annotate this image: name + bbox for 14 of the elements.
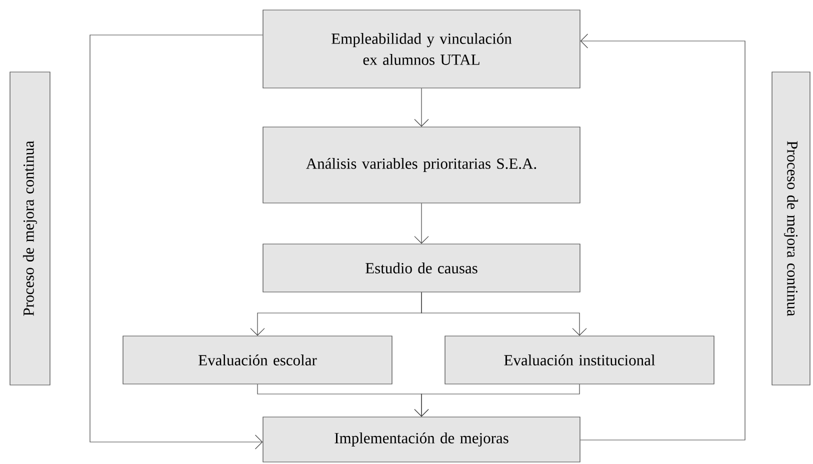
process-box: Evaluación institucional [444,336,714,384]
side-label-box: Proceso de mejora continua [10,72,50,386]
arrow [414,384,580,417]
arrow [414,203,429,244]
process-box: Implementación de mejoras [262,416,580,462]
process-box: Empleabilidad y vinculación ex alumnos UTAL [262,10,580,88]
side-label-box: Proceso de mejora continua [772,72,810,386]
arrow [421,292,587,336]
arrow [90,34,263,450]
process-box: Análisis variables prioritarias S.E.A. [262,126,580,204]
arrow [580,34,746,440]
arrow [414,88,429,127]
process-box: Evaluación escolar [122,336,392,384]
process-box: Estudio de causas [262,244,580,292]
